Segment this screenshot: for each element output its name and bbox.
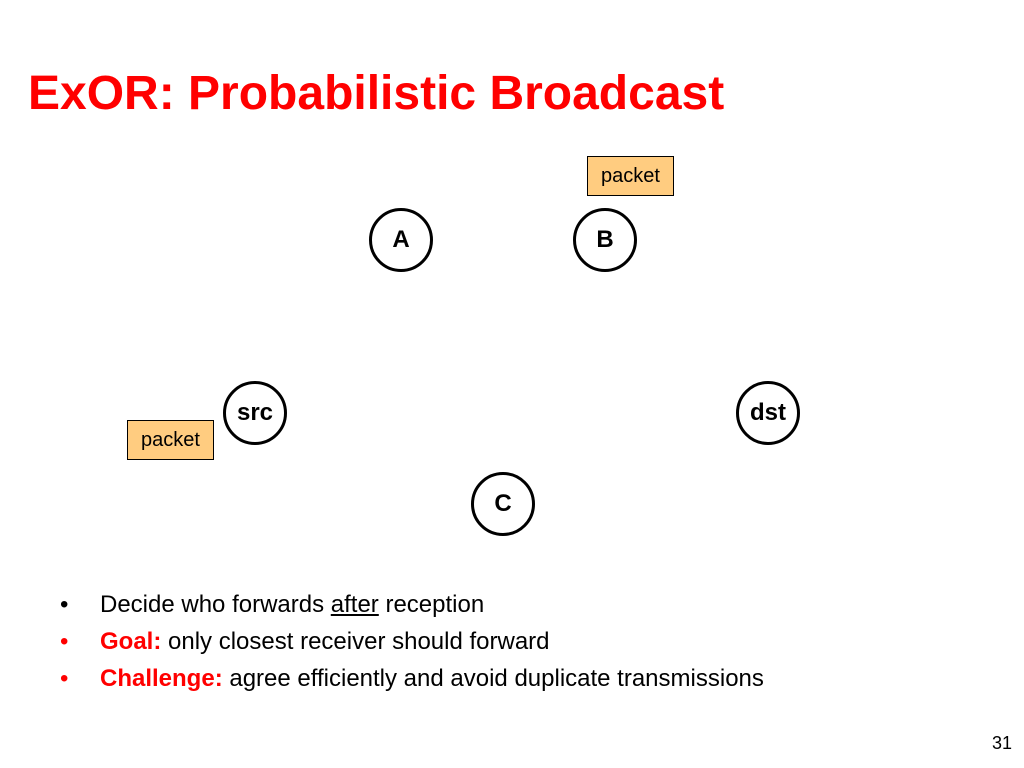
bullet-text: only closest receiver should forward	[161, 628, 550, 655]
bullet-keyword: Challenge:	[100, 665, 223, 692]
packet-box-b: packet	[587, 156, 674, 196]
bullet-item: • Decide who forwards after reception	[60, 588, 764, 625]
node-dst: dst	[736, 381, 800, 445]
bullet-glyph: •	[60, 628, 69, 655]
bullet-list: • Decide who forwards after reception • …	[60, 588, 764, 699]
page-number: 31	[991, 733, 1012, 753]
bullet-text: Decide who forwards	[100, 591, 331, 618]
bullet-glyph: •	[60, 665, 69, 692]
slide-title: ExOR: Probabilistic Broadcast	[28, 67, 725, 120]
bullet-item: • Goal: only closest receiver should for…	[60, 625, 764, 662]
bullet-text: reception	[378, 591, 485, 618]
bullet-keyword: Goal:	[100, 628, 162, 655]
bullet-item: • Challenge: agree efficiently and avoid…	[60, 662, 764, 699]
node-a: A	[369, 208, 433, 272]
bullet-text: agree efficiently and avoid duplicate tr…	[222, 665, 764, 692]
packet-box-src: packet	[127, 420, 214, 460]
node-src: src	[223, 381, 287, 445]
node-b: B	[573, 208, 637, 272]
bullet-glyph: •	[60, 591, 69, 618]
bullet-underlined-word: after	[330, 591, 379, 618]
node-c: C	[471, 472, 535, 536]
